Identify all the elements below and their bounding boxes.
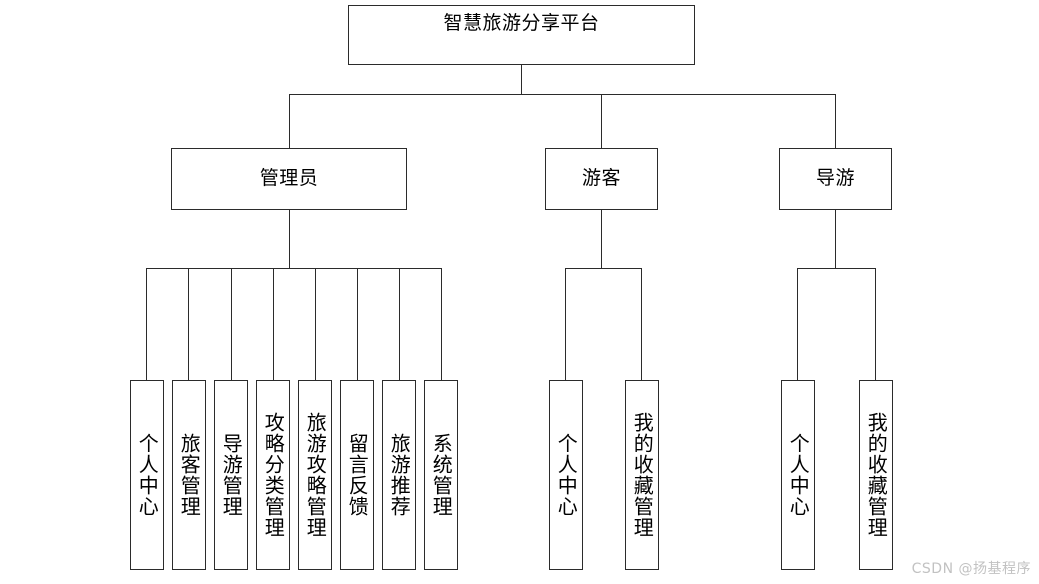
node-administrator[interactable]: 管理员 (171, 148, 407, 210)
leaf-admin-strategy-category-management-label: 攻略分类管理 (261, 412, 286, 538)
leaf-guide-my-favorites-management[interactable]: 我的收藏管理 (859, 380, 893, 570)
connector-admin-drop-7 (399, 268, 400, 380)
connector-admin-stem (289, 210, 290, 268)
node-guide[interactable]: 导游 (779, 148, 892, 210)
node-root-platform[interactable]: 智慧旅游分享平台 (348, 5, 695, 65)
leaf-admin-system-management[interactable]: 系统管理 (424, 380, 458, 570)
leaf-admin-travel-strategy-management-label: 旅游攻略管理 (303, 412, 328, 538)
leaf-admin-system-management-label: 系统管理 (429, 433, 454, 517)
leaf-guide-personal-center-label: 个人中心 (786, 433, 811, 517)
leaf-admin-traveler-management[interactable]: 旅客管理 (172, 380, 206, 570)
connector-guide-drop-2 (875, 268, 876, 380)
node-root-label: 智慧旅游分享平台 (443, 12, 600, 34)
leaf-admin-message-feedback[interactable]: 留言反馈 (340, 380, 374, 570)
connector-level2-bus (289, 94, 836, 95)
node-tourist[interactable]: 游客 (545, 148, 658, 210)
leaf-tourist-personal-center-label: 个人中心 (554, 433, 579, 517)
leaf-guide-personal-center[interactable]: 个人中心 (781, 380, 815, 570)
node-administrator-label: 管理员 (259, 167, 319, 190)
connector-guide-drop-1 (797, 268, 798, 380)
connector-admin-drop-3 (231, 268, 232, 380)
leaf-admin-travel-recommendation-label: 旅游推荐 (387, 433, 412, 517)
leaf-admin-message-feedback-label: 留言反馈 (345, 433, 370, 517)
leaf-admin-guide-management[interactable]: 导游管理 (214, 380, 248, 570)
connector-tourist-bus (565, 268, 642, 269)
connector-tourist-drop-2 (641, 268, 642, 380)
connector-tourist-drop-1 (565, 268, 566, 380)
leaf-admin-traveler-management-label: 旅客管理 (177, 433, 202, 517)
connector-admin-bus (146, 268, 442, 269)
connector-admin-drop-6 (357, 268, 358, 380)
leaf-admin-personal-center-label: 个人中心 (135, 433, 160, 517)
leaf-admin-guide-management-label: 导游管理 (219, 433, 244, 517)
connector-admin-drop-4 (273, 268, 274, 380)
connector-tourist-stem (601, 210, 602, 268)
node-guide-label: 导游 (815, 167, 855, 190)
connector-drop-tourist (601, 94, 602, 148)
connector-admin-drop-5 (315, 268, 316, 380)
node-tourist-label: 游客 (581, 167, 621, 190)
leaf-admin-strategy-category-management[interactable]: 攻略分类管理 (256, 380, 290, 570)
leaf-admin-travel-strategy-management[interactable]: 旅游攻略管理 (298, 380, 332, 570)
leaf-tourist-personal-center[interactable]: 个人中心 (549, 380, 583, 570)
connector-admin-drop-8 (441, 268, 442, 380)
connector-guide-bus (797, 268, 876, 269)
connector-drop-guide (835, 94, 836, 148)
connector-root-stem (521, 65, 522, 94)
connector-admin-drop-2 (188, 268, 189, 380)
leaf-guide-my-favorites-management-label: 我的收藏管理 (864, 412, 889, 538)
connector-guide-stem (835, 210, 836, 268)
leaf-admin-travel-recommendation[interactable]: 旅游推荐 (382, 380, 416, 570)
connector-drop-admin (289, 94, 290, 148)
watermark: CSDN @扬基程序 (911, 561, 1031, 577)
connector-admin-drop-1 (146, 268, 147, 380)
leaf-admin-personal-center[interactable]: 个人中心 (130, 380, 164, 570)
leaf-tourist-my-favorites-management-label: 我的收藏管理 (630, 412, 655, 538)
leaf-tourist-my-favorites-management[interactable]: 我的收藏管理 (625, 380, 659, 570)
